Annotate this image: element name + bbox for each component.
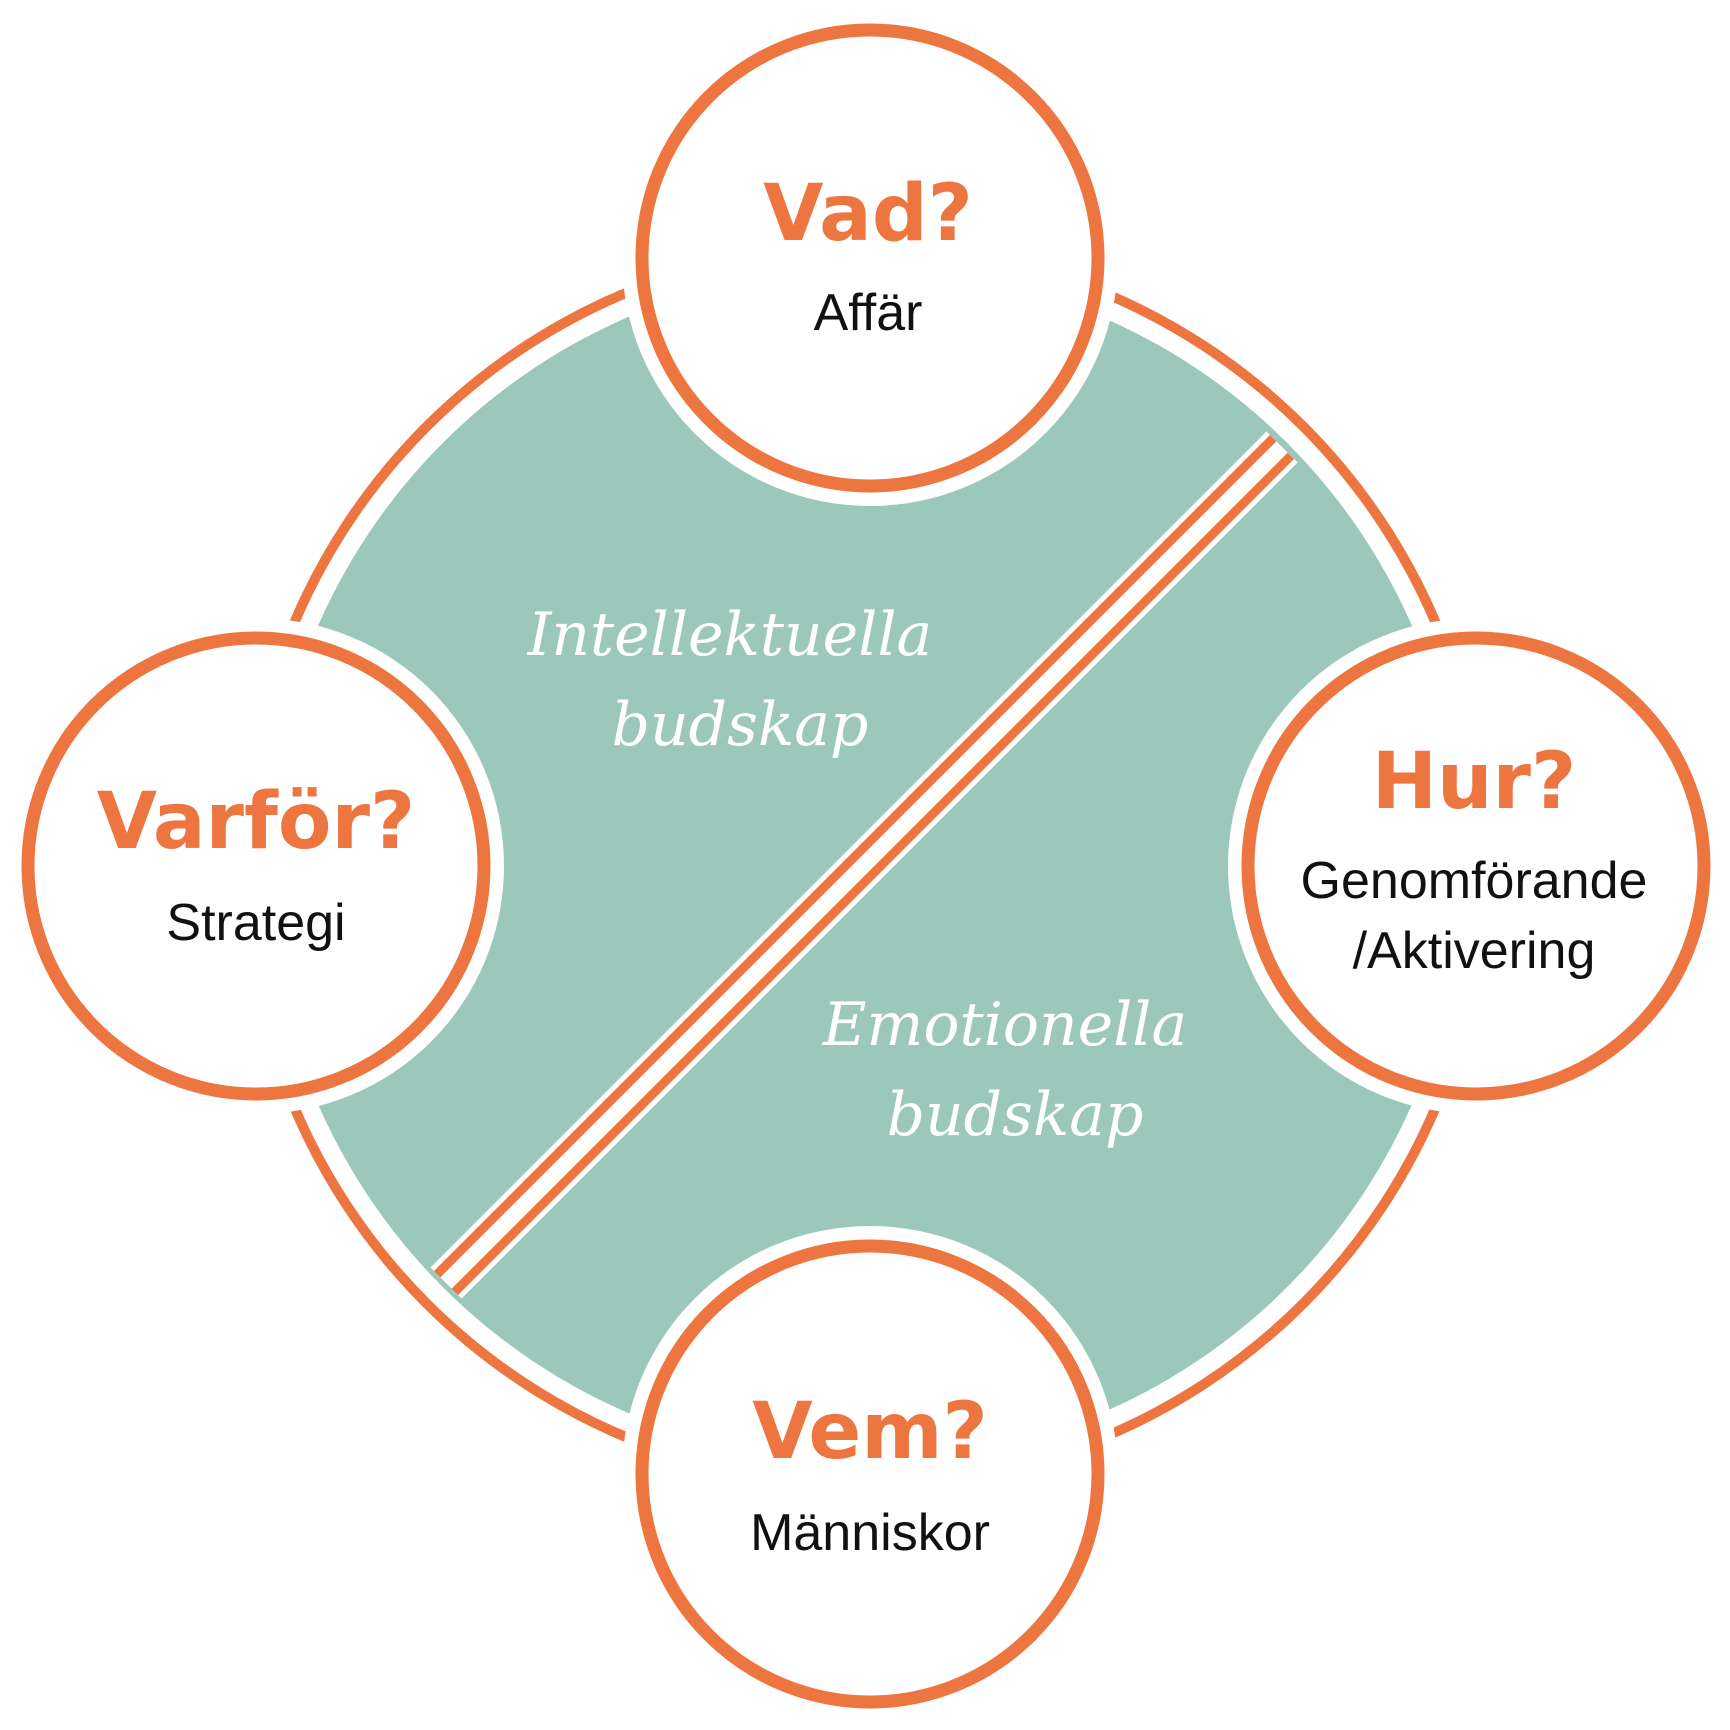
message-upper-line1: Intellektuella [527,600,933,670]
node-left-question: Varför? [97,777,415,867]
message-upper-line2: budskap [612,690,869,760]
node-left-label: Strategi [166,894,345,952]
message-lower-line2: budskap [887,1080,1144,1150]
node-right-label-line2: /Aktivering [1353,922,1596,980]
node-bottom: Vem? Människor [622,1226,1118,1722]
node-top: Vad? Affär [622,10,1118,506]
diagonal-divider [430,431,1298,1299]
message-lower: Emotionella budskap [822,990,1188,1150]
node-top-question: Vad? [763,169,973,259]
node-bottom-label: Människor [750,1504,990,1562]
message-upper: Intellektuella budskap [527,600,933,760]
node-top-label: Affär [814,284,923,342]
node-right-label-line1: Genomförande [1301,852,1648,910]
message-lower-line1: Emotionella [822,990,1188,1060]
node-right: Hur? Genomförande /Aktivering [1228,618,1724,1114]
node-right-question: Hur? [1372,737,1577,827]
node-bottom-question: Vem? [752,1387,988,1477]
node-left: Varför? Strategi [8,618,504,1114]
